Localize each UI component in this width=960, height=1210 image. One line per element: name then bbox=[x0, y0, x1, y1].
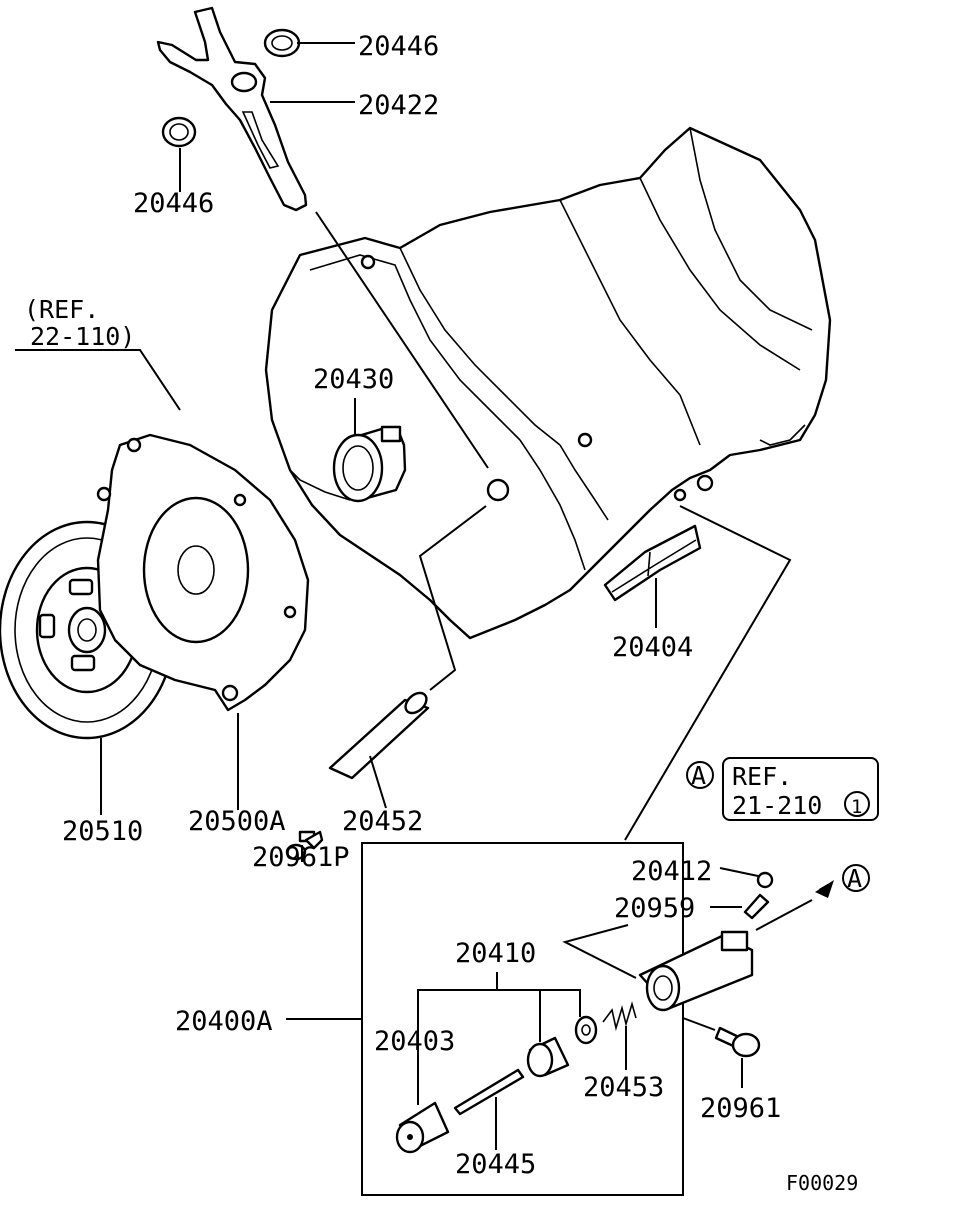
label-20404: 20404 bbox=[612, 632, 693, 663]
bleeder-cap bbox=[756, 871, 774, 889]
ref-box-line2: 21-210 bbox=[732, 791, 822, 820]
leader-lines bbox=[15, 42, 813, 1150]
release-bearing bbox=[332, 425, 407, 503]
ref-box-line1: REF. bbox=[732, 762, 792, 791]
fork-boot bbox=[603, 524, 702, 602]
marker-a-right-text: A bbox=[847, 864, 862, 893]
push-rod bbox=[453, 1068, 525, 1116]
label-20412: 20412 bbox=[631, 856, 712, 887]
label-20961p: 20961P bbox=[252, 842, 350, 873]
marker-a-text: A bbox=[691, 761, 706, 790]
mount-bolt bbox=[714, 1026, 761, 1058]
label-20959: 20959 bbox=[614, 893, 695, 924]
piston bbox=[395, 1101, 450, 1154]
spring bbox=[574, 1001, 637, 1045]
bleeder-screw bbox=[743, 893, 770, 920]
ref-top-line1: (REF. bbox=[24, 295, 99, 324]
label-20410: 20410 bbox=[455, 938, 536, 969]
ref-box-circle-text: 1 bbox=[851, 796, 862, 818]
label-20430: 20430 bbox=[313, 364, 394, 395]
transmission-housing bbox=[264, 126, 832, 640]
release-fork bbox=[156, 6, 308, 212]
label-20422: 20422 bbox=[358, 90, 439, 121]
label-20445: 20445 bbox=[455, 1149, 536, 1180]
slave-cylinder-body bbox=[638, 930, 754, 1012]
label-20403: 20403 bbox=[374, 1026, 455, 1057]
marker-a-circle bbox=[686, 761, 714, 789]
label-20446-top: 20446 bbox=[358, 31, 439, 62]
piston-cup bbox=[526, 1036, 570, 1078]
pressure-plate bbox=[96, 433, 310, 712]
pivot-pin bbox=[328, 691, 430, 780]
label-20961: 20961 bbox=[700, 1093, 781, 1124]
plate-bolt bbox=[285, 830, 324, 861]
label-20500a: 20500A bbox=[188, 806, 286, 837]
fork-seal-top bbox=[263, 28, 301, 58]
label-20446-left: 20446 bbox=[133, 188, 214, 219]
label-20510: 20510 bbox=[62, 816, 143, 847]
fork-seal-left bbox=[161, 116, 197, 148]
label-20400a: 20400A bbox=[175, 1006, 273, 1037]
marker-a-right-circle bbox=[842, 864, 870, 892]
label-20453: 20453 bbox=[583, 1072, 664, 1103]
arrow-to-a bbox=[815, 880, 834, 898]
diagram-code: F00029 bbox=[786, 1171, 858, 1195]
ref-box bbox=[722, 757, 879, 821]
label-20452: 20452 bbox=[342, 806, 423, 837]
ref-top-line2: 22-110) bbox=[30, 322, 135, 351]
